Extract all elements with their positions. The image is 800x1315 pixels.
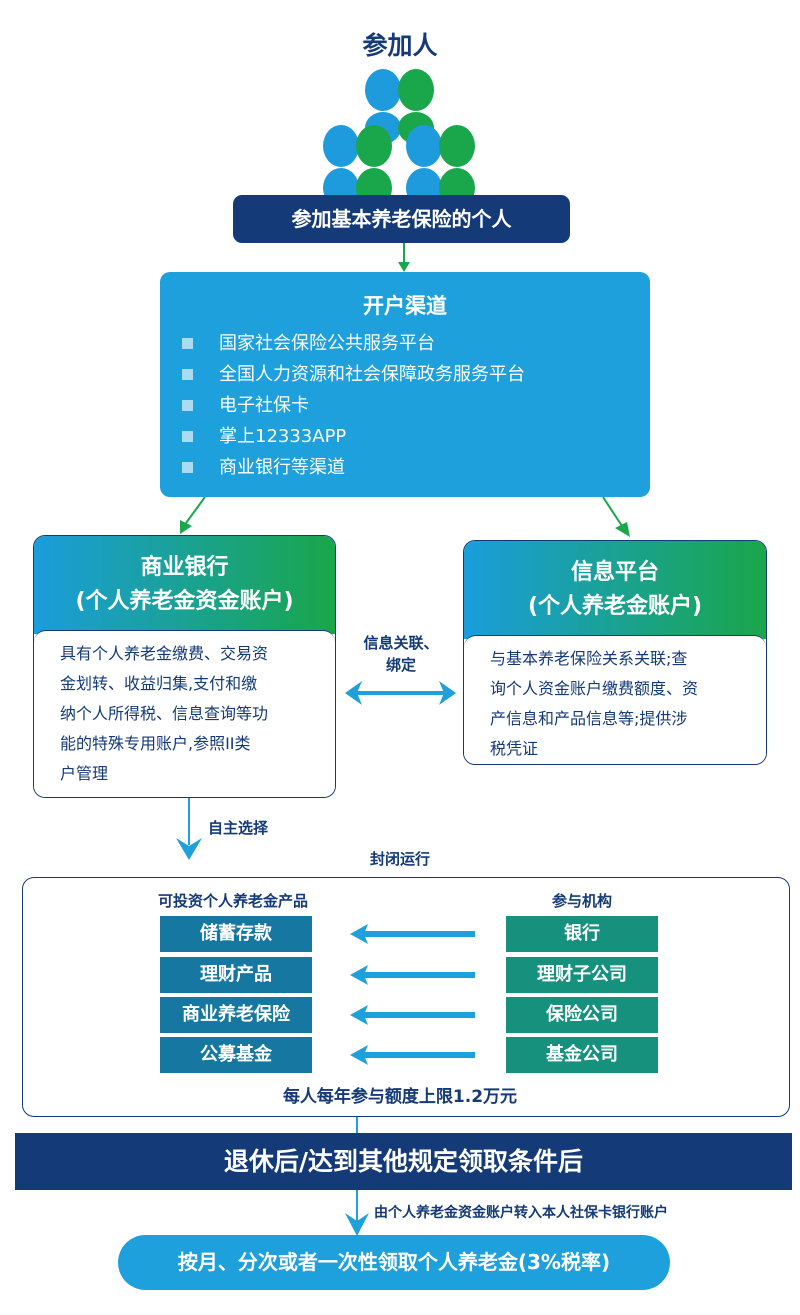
institution-item: 基金公司 (506, 1037, 658, 1073)
arrow-left-icon (350, 1045, 475, 1065)
arrow-left-icon (350, 924, 475, 944)
arrow-down-transfer-icon (345, 1190, 369, 1236)
green-arrow-left-icon (180, 496, 206, 534)
green-arrow-down-icon (398, 243, 410, 272)
institutions-header: 参与机构 (551, 892, 612, 910)
product-item: 储蓄存款 (160, 916, 312, 952)
products-header: 可投资个人养老金产品 (157, 892, 308, 910)
institution-item: 理财子公司 (506, 957, 658, 993)
account-channels-list: 国家社会保险公共服务平台 全国人力资源和社会保障政务服务平台 电子社保卡 掌上1… (182, 328, 650, 483)
annual-limit-text: 每人每年参与额度上限1.2万元 (282, 1087, 518, 1107)
bullet-square-icon (182, 369, 193, 380)
product-item: 公募基金 (160, 1037, 312, 1073)
product-arrows (350, 924, 475, 1065)
product-item: 商业养老保险 (160, 997, 312, 1033)
link-label: 信息关联、 绑定 (363, 634, 439, 674)
list-item: 掌上12333APP (182, 421, 650, 452)
bank-card-header: 商业银行 (个人养老金资金账户) (34, 536, 335, 634)
institution-item: 保险公司 (506, 997, 658, 1033)
bullet-square-icon (182, 400, 193, 411)
withdrawal-pill: 按月、分次或者一次性领取个人养老金(3%税率) (118, 1235, 670, 1290)
info-card-header: 信息平台 (个人养老金账户) (464, 541, 766, 639)
account-channels-box: 开户渠道 国家社会保险公共服务平台 全国人力资源和社会保障政务服务平台 电子社保… (160, 272, 650, 497)
arrow-left-icon (350, 965, 475, 985)
list-item: 全国人力资源和社会保障政务服务平台 (182, 359, 650, 390)
transfer-note: 由个人养老金资金账户转入本人社保卡银行账户 (374, 1205, 668, 1221)
arrow-left-icon (350, 1005, 475, 1025)
double-arrow-icon (345, 681, 456, 705)
bank-card-body: 具有个人养老金缴费、交易资 金划转、收益归集,支付和缴 纳个人所得税、信息查询等… (34, 630, 335, 797)
info-card-body: 与基本养老保险关系关联;查 询个人资金账户缴费额度、资 产信息和产品信息等;提供… (464, 635, 766, 764)
info-platform-card: 信息平台 (个人养老金账户) 与基本养老保险关系关联;查 询个人资金账户缴费额度… (463, 540, 767, 765)
retirement-band: 退休后/达到其他规定领取条件后 (15, 1133, 792, 1190)
bullet-square-icon (182, 338, 193, 349)
investment-box (22, 877, 790, 1117)
self-choice-label: 自主选择 (208, 819, 269, 837)
product-item: 理财产品 (160, 957, 312, 993)
list-item: 国家社会保险公共服务平台 (182, 328, 650, 359)
institution-item: 银行 (506, 916, 658, 952)
account-channels-title: 开户渠道 (363, 294, 447, 318)
list-item: 商业银行等渠道 (182, 452, 650, 483)
people-icon (323, 69, 475, 200)
bullet-square-icon (182, 431, 193, 442)
green-arrow-right-icon (602, 496, 630, 537)
bank-account-card: 商业银行 (个人养老金资金账户) 具有个人养老金缴费、交易资 金划转、收益归集,… (33, 535, 336, 798)
arrow-down-self-choice-icon (176, 798, 202, 860)
page-title: 参加人 (362, 31, 438, 60)
list-item: 电子社保卡 (182, 390, 650, 421)
participant-box: 参加基本养老保险的个人 (233, 195, 570, 243)
people-top-row (365, 69, 434, 144)
closed-operation-label: 封闭运行 (369, 850, 430, 868)
people-bottom-row (323, 125, 475, 200)
bullet-square-icon (182, 462, 193, 473)
